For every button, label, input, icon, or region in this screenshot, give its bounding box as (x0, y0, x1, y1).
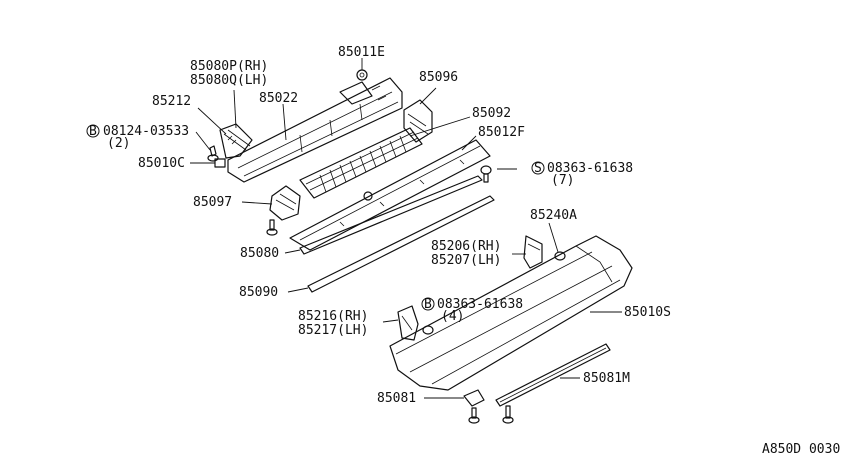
label-85216: 85216(RH) (298, 309, 368, 324)
marker-circle-b1 (86, 124, 100, 138)
label-85092: 85092 (472, 106, 511, 121)
part-85096-bracket (403, 99, 433, 143)
part-85012F-cover (289, 139, 491, 251)
label-85022: 85022 (259, 91, 298, 106)
marker-circle-b2 (421, 297, 435, 311)
label-85010S: 85010S (624, 305, 671, 320)
part-85022-reinforcement (227, 77, 403, 183)
marker-b2-letter: B (424, 297, 432, 312)
label-85080P: 85080P(RH) (190, 59, 268, 74)
label-85090: 85090 (239, 285, 278, 300)
part-85011E-clip (356, 69, 368, 81)
label-85097: 85097 (193, 195, 232, 210)
marker-s-letter: S (534, 161, 542, 176)
part-85081M-molding (495, 343, 611, 407)
marker-circle-s (531, 161, 545, 175)
label-08124: 08124-03533 (103, 124, 189, 139)
label-85212: 85212 (152, 94, 191, 109)
part-bolt-upper (480, 165, 492, 183)
leader-lines (190, 58, 622, 399)
label-85207: 85207(LH) (431, 253, 501, 268)
part-85097-bracket (266, 185, 301, 236)
part-85010S-fascia (389, 235, 633, 391)
part-bolt-08124 (207, 145, 219, 162)
label-85240A: 85240A (530, 208, 577, 223)
diagram-code: A850D 0030 (762, 442, 840, 457)
label-85096: 85096 (419, 70, 458, 85)
label-08363-lower-qty: (4) (441, 309, 464, 324)
part-85080-strip (299, 175, 483, 255)
part-85081-clip (463, 389, 514, 424)
part-85092-absorber (299, 127, 423, 199)
label-85080Q: 85080Q(LH) (190, 73, 268, 88)
label-85011E: 85011E (338, 45, 385, 60)
marker-b1-letter: B (89, 124, 97, 139)
label-08363-upper-qty: (7) (551, 173, 574, 188)
label-85012F: 85012F (478, 125, 525, 140)
part-85080P-stay (219, 123, 253, 159)
label-85081: 85081 (377, 391, 416, 406)
label-85080: 85080 (240, 246, 279, 261)
label-85081M: 85081M (583, 371, 630, 386)
label-85217: 85217(LH) (298, 323, 368, 338)
label-85206: 85206(RH) (431, 239, 501, 254)
label-85010C: 85010C (138, 156, 185, 171)
label-08363-upper: 08363-61638 (547, 161, 633, 176)
part-85090-strip (307, 195, 495, 293)
label-08124-qty: (2) (107, 136, 130, 151)
label-08363-lower: 08363-61638 (437, 297, 523, 312)
part-85216-bracket (397, 305, 434, 341)
